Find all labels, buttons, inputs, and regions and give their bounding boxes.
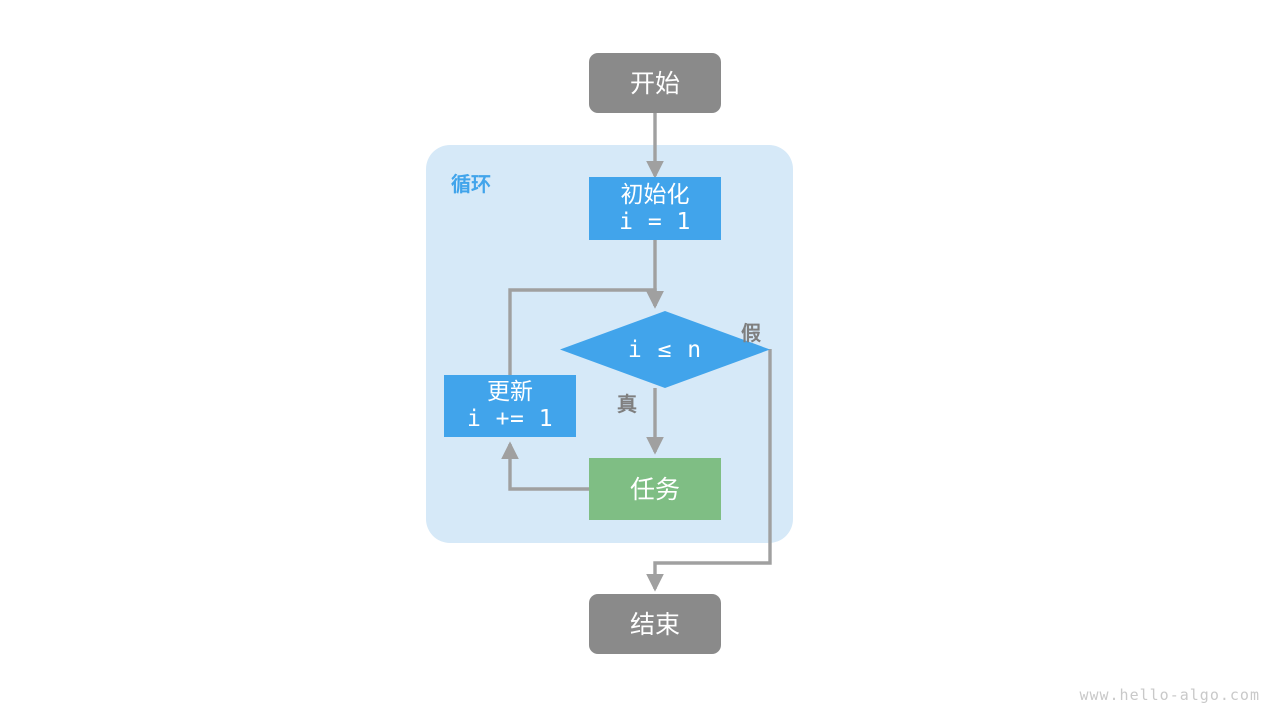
node-task[interactable]: 任务 bbox=[589, 458, 721, 520]
node-task-label: 任务 bbox=[629, 474, 680, 504]
node-update-title: 更新 bbox=[487, 379, 533, 406]
watermark: www.hello-algo.com bbox=[1079, 686, 1260, 704]
node-start[interactable]: 开始 bbox=[589, 53, 721, 113]
node-update[interactable]: 更新 i += 1 bbox=[444, 375, 576, 437]
edge-label-true: 真 bbox=[617, 392, 637, 416]
node-condition[interactable]: i ≤ n bbox=[560, 311, 770, 388]
node-start-label: 开始 bbox=[629, 68, 680, 98]
edge-task-to-update bbox=[501, 441, 589, 491]
node-initialize-expression: i = 1 bbox=[619, 208, 691, 235]
loop-group-label: 循环 bbox=[451, 172, 491, 196]
node-end-label: 结束 bbox=[629, 609, 680, 639]
node-update-expression: i += 1 bbox=[466, 406, 554, 432]
edge-update-to-decision bbox=[508, 288, 664, 375]
edge-label-false: 假 bbox=[741, 321, 761, 345]
node-condition-label: i ≤ n bbox=[627, 336, 703, 363]
edge-decision-false-to-end bbox=[646, 349, 772, 592]
node-initialize-title: 初始化 bbox=[620, 181, 690, 208]
node-end[interactable]: 结束 bbox=[589, 594, 721, 654]
node-initialize[interactable]: 初始化 i = 1 bbox=[589, 177, 721, 240]
